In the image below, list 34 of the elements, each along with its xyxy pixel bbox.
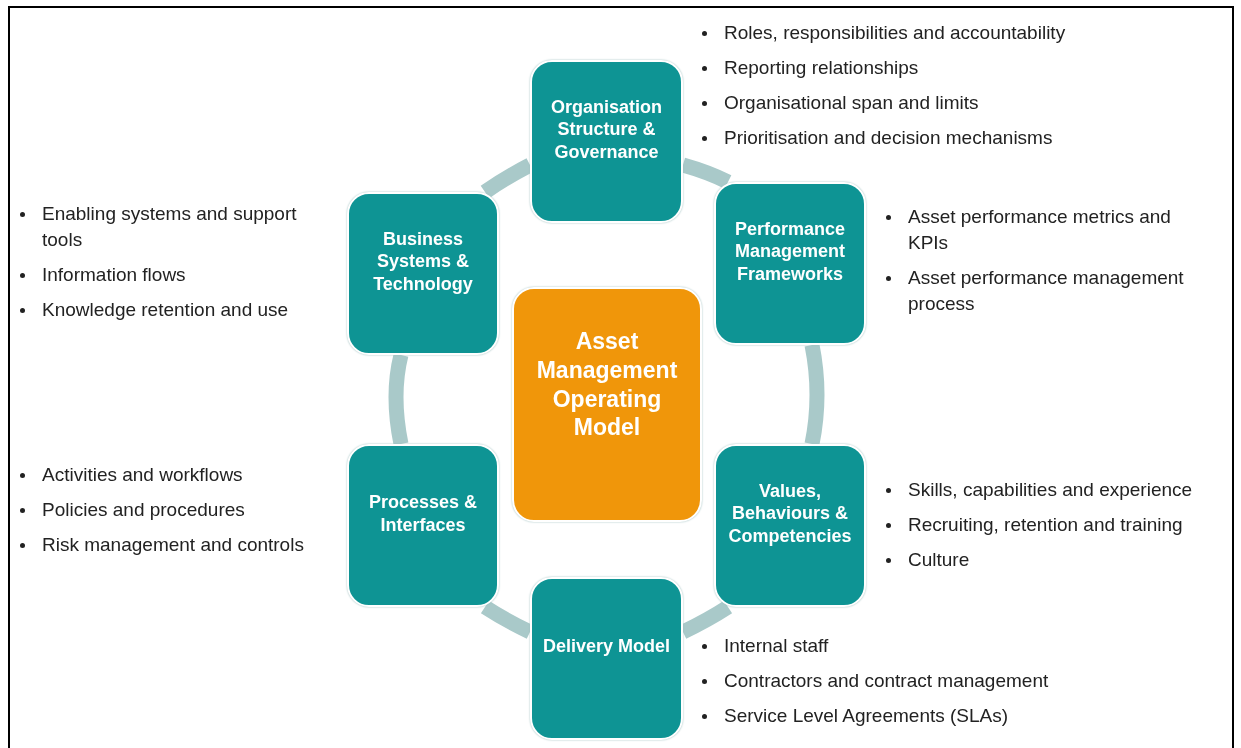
element-box [347,444,499,607]
box-label: Processes & Interfaces [367,491,479,536]
bullet-item: Culture [908,548,970,572]
bullet-item: Knowledge retention and use [42,298,289,322]
box-label: Performance Management Frameworks [733,217,847,286]
box-label: Values, Behaviours & Competencies [727,479,853,548]
box-label: Business Systems & Technology [372,227,474,296]
bullet-item: Roles, responsibilities and accountability [724,21,1066,45]
bullet-item: Risk management and controls [42,533,304,557]
element-box [530,60,683,223]
bullet-item: Reporting relationships [724,56,919,80]
element-box [714,182,866,345]
element-box [530,577,683,740]
bullet-item: Contractors and contract management [724,669,1049,693]
bullet-item: Service Level Agreements (SLAs) [724,704,1009,728]
box-label: Organisation Structure & Governance [550,95,663,164]
ring-connector [804,343,825,446]
bullet-item: Recruiting, retention and training [908,513,1183,537]
element-box [714,444,866,607]
box-label: Delivery Model [542,635,670,658]
bullet-item: Prioritisation and decision mechanisms [724,126,1053,150]
element-box [347,192,499,355]
bullet-item: Skills, capabilities and experience [908,478,1193,502]
box-label: Asset Management Operating Model [535,327,679,442]
central-model-box [512,287,702,522]
bullet-item: Asset performance management process [908,266,1185,316]
bullet-item: Organisational span and limits [724,91,979,115]
bullet-item: Asset performance metrics and KPIs [908,205,1172,255]
bullet-item: Enabling systems and support tools [42,202,298,252]
ring-connector [388,353,409,446]
bullet-item: Policies and procedures [42,498,245,522]
bullet-item: Internal staff [724,634,829,658]
bullet-item: Activities and workflows [42,463,243,487]
bullet-item: Information flows [42,263,186,287]
